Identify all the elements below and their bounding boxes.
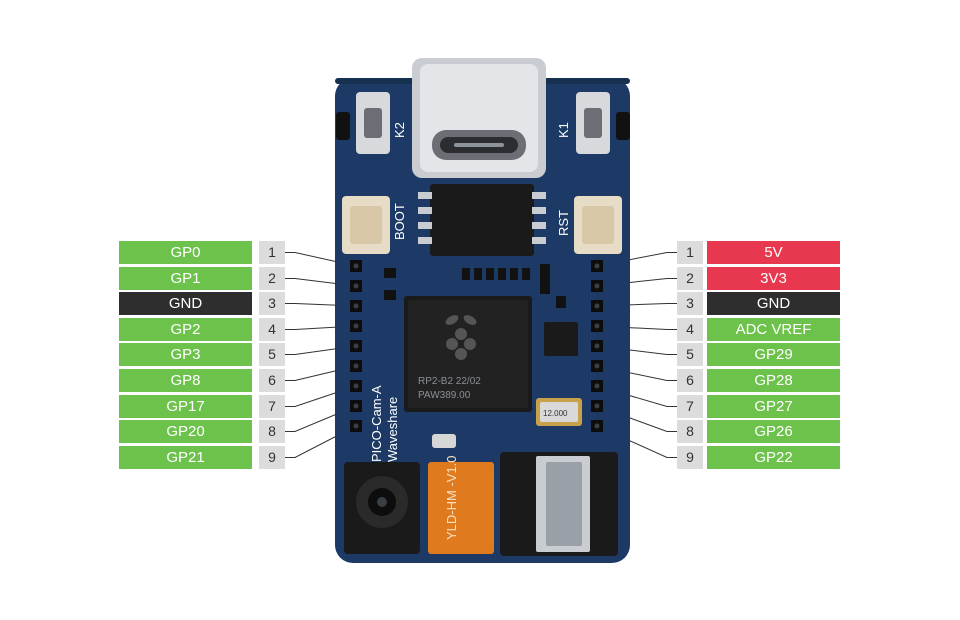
right-pin-label: ADC VREF [707,318,840,341]
right-pin-number: 4 [677,318,703,341]
left-header-pin-hole [353,343,359,349]
right-header-pin-hole [594,363,600,369]
left-pin-label: GP1 [119,267,252,290]
right-header-pin-hole [594,403,600,409]
left-header-pin-hole [353,423,359,429]
right-pin-header [591,260,603,432]
left-pin-number: 8 [259,420,285,443]
right-pin-number: 6 [677,369,703,392]
right-pin-label: GP22 [707,446,840,469]
right-pin-label: GP27 [707,395,840,418]
right-pin-label: GND [707,292,840,315]
right-header-pin-hole [594,303,600,309]
flash-chip [418,184,546,256]
right-pin-number: 7 [677,395,703,418]
k2-button [356,92,390,154]
left-pin-label: GP21 [119,446,252,469]
voltage-regulator [544,322,578,356]
raspberry-logo-icon [445,315,477,360]
silk-rst: RST [556,210,571,236]
right-pin-label: GP26 [707,420,840,443]
left-pin-label: GP17 [119,395,252,418]
right-pin-number: 9 [677,446,703,469]
left-pin-label: GP20 [119,420,252,443]
right-header-pin-hole [594,423,600,429]
left-pin-number: 3 [259,292,285,315]
left-pin-number: 9 [259,446,285,469]
silk-boot: BOOT [392,203,407,240]
right-pin-label: 3V3 [707,267,840,290]
right-header-pin-hole [594,323,600,329]
right-pin-label: GP29 [707,343,840,366]
right-pin-number: 2 [677,267,703,290]
right-header-pin-hole [594,283,600,289]
left-pin-header [350,260,362,432]
right-pin-number: 5 [677,343,703,366]
left-pin-number: 2 [259,267,285,290]
crystal: 12.000 [536,398,582,426]
right-pin-number: 8 [677,420,703,443]
left-pin-label: GP3 [119,343,252,366]
left-pin-label: GND [119,292,252,315]
crystal-marking: 12.000 [543,409,568,418]
right-header-pin-hole [594,343,600,349]
camera-flex-cable: YLD-HM -V1.0 [428,455,494,554]
silk-brand: Waveshare [385,397,400,462]
left-pin-number: 6 [259,369,285,392]
left-header-pin-hole [353,403,359,409]
left-header-pin-hole [353,363,359,369]
k1-button [576,92,610,154]
chip-marking-1: RP2-B2 22/02 [418,376,481,387]
left-pin-number: 1 [259,241,285,264]
left-pin-number: 5 [259,343,285,366]
right-header-pin-hole [594,263,600,269]
left-pin-number: 7 [259,395,285,418]
left-header-pin-hole [353,323,359,329]
boot-button [342,196,390,254]
left-pin-label: GP2 [119,318,252,341]
right-pin-number: 3 [677,292,703,315]
right-header-pin-hole [594,383,600,389]
silk-k1: K1 [556,122,571,138]
fpc-marking: YLD-HM -V1.0 [444,455,459,540]
rst-button [574,196,622,254]
left-header-pin-hole [353,283,359,289]
right-pin-number: 1 [677,241,703,264]
chip-marking-2: PAW389.00 [418,390,471,401]
right-pin-label: GP28 [707,369,840,392]
right-pin-label: 5V [707,241,840,264]
fpc-connector [500,452,618,556]
silk-board-name: PICO-Cam-A [369,385,384,462]
rp2040-chip: RP2-B2 22/02 PAW389.00 [404,296,532,412]
left-header-pin-hole [353,263,359,269]
silk-k2: K2 [392,122,407,138]
camera-module [344,462,420,554]
left-pin-number: 4 [259,318,285,341]
left-pin-label: GP8 [119,369,252,392]
usb-c-connector [412,58,546,178]
left-header-pin-hole [353,303,359,309]
left-header-pin-hole [353,383,359,389]
left-pin-label: GP0 [119,241,252,264]
